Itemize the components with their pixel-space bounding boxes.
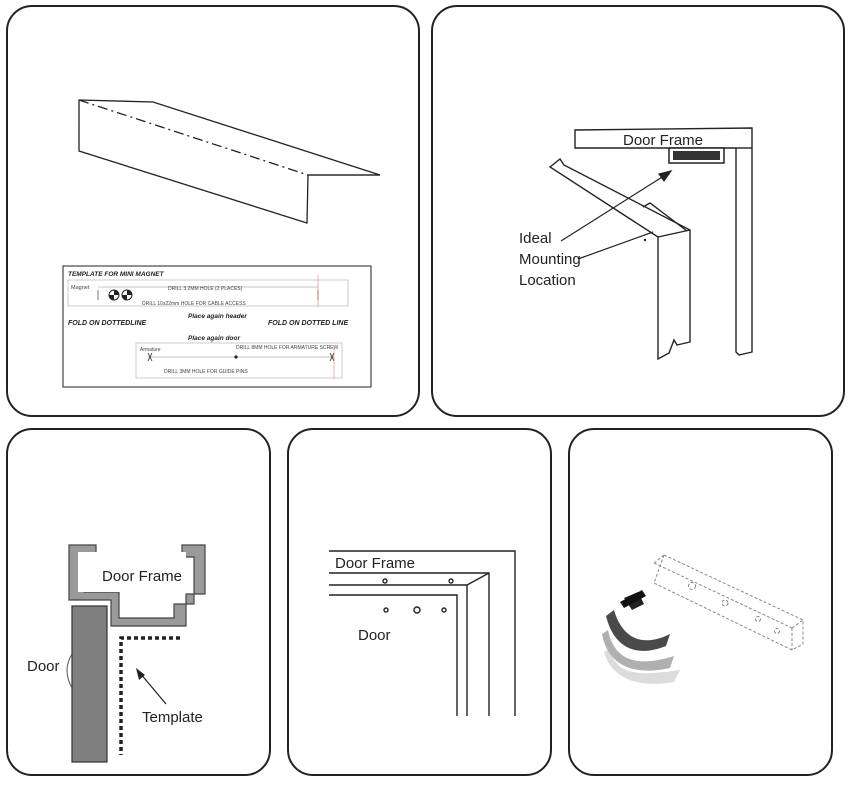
fold-left-label: FOLD ON DOTTEDLINE bbox=[68, 320, 146, 327]
door-frame-header bbox=[574, 127, 753, 356]
panel-mounting-location: Door Frame Ideal Mounting Location bbox=[431, 5, 845, 417]
fold-right-label: FOLD ON DOTTED LINE bbox=[268, 320, 348, 327]
template-dotted-line bbox=[119, 636, 180, 755]
target-marks bbox=[97, 275, 319, 307]
place-header-label: Place again header bbox=[188, 313, 247, 320]
magnet-label: Magnet bbox=[71, 285, 90, 291]
door-label: Door bbox=[358, 627, 391, 644]
drill-armature-note: DRILL 8MM HOLE FOR ARMATURE SCREW bbox=[236, 345, 339, 351]
mounting-label: Mounting bbox=[519, 251, 581, 268]
mounting-holes bbox=[382, 578, 454, 614]
ideal-label: Ideal bbox=[519, 230, 552, 247]
place-door-label: Place again door bbox=[188, 335, 240, 342]
template-label: Template bbox=[142, 709, 203, 726]
panel-template-fold: TEMPLATE FOR MINI MAGNET Magnet DRILL 3.… bbox=[6, 5, 420, 417]
door-slab bbox=[71, 605, 108, 763]
drill-cable-note: DRILL 10x22mm HOLE FOR CABLE ACCESS bbox=[142, 301, 246, 307]
template-printout: TEMPLATE FOR MINI MAGNET Magnet DRILL 3.… bbox=[62, 265, 372, 388]
door-frame-label: Door Frame bbox=[102, 568, 182, 585]
panel-door-frame-holes: Door Frame Door bbox=[287, 428, 552, 776]
location-label: Location bbox=[519, 272, 576, 289]
hammer-icon bbox=[602, 590, 680, 684]
armature-label: Armature bbox=[140, 347, 161, 353]
pointer-arrows bbox=[560, 170, 673, 260]
drill-guide-note: DRILL 3MM HOLE FOR GUIDE PINS bbox=[164, 369, 248, 375]
door-label: Door bbox=[27, 658, 60, 675]
open-door bbox=[548, 157, 691, 361]
folded-template-shape bbox=[78, 99, 381, 224]
panel-hammer-pins bbox=[568, 428, 833, 776]
drill-top-note: DRILL 3.2MM HOLE (2 PLACES) bbox=[168, 286, 243, 292]
panel-cross-section: Door Frame Door Template bbox=[6, 428, 271, 776]
bracket-strip bbox=[653, 554, 804, 651]
frame-lines bbox=[329, 550, 516, 716]
door-frame-label: Door Frame bbox=[623, 132, 703, 149]
template-title: TEMPLATE FOR MINI MAGNET bbox=[68, 271, 165, 278]
door-frame-label: Door Frame bbox=[335, 555, 415, 572]
